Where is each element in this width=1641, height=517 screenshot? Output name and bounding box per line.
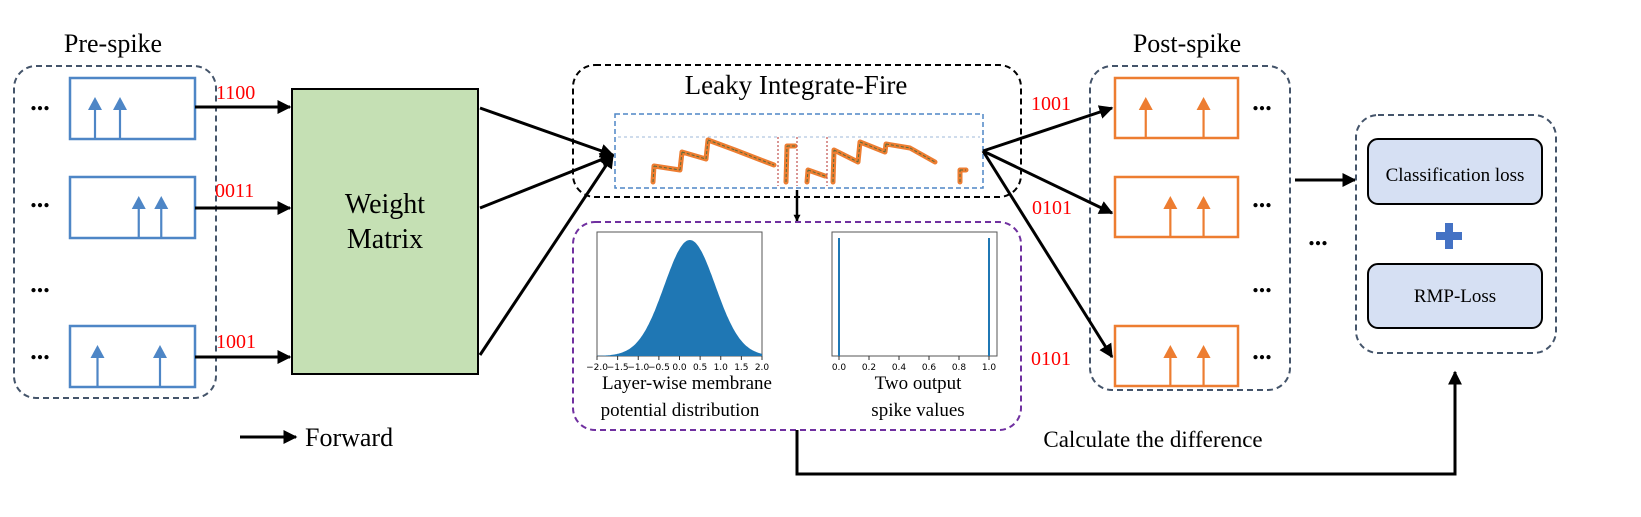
spike-values-plot: 0.0 0.2 0.4 0.6 0.8 1.0 — [831, 231, 998, 373]
pre-ellipsis-2: ... — [30, 184, 50, 213]
trace-dashes — [652, 139, 966, 183]
hist-tick-label: 0.5 — [693, 363, 707, 373]
lif-plot-frame — [614, 113, 984, 189]
hist-tick-label: 2.0 — [755, 363, 770, 373]
hist-tick-label: −1.0 — [627, 363, 649, 373]
post-spike-group — [1089, 65, 1291, 391]
post-spike-1 — [1163, 196, 1178, 237]
hist-tick-label: 0.0 — [672, 363, 687, 373]
post-ellipsis-3: ... — [1252, 269, 1272, 298]
spike-tick-label: 0.0 — [832, 363, 847, 373]
distribution-group — [572, 221, 1022, 431]
post-code-3: 0101 — [1031, 348, 1071, 370]
difference-label: Calculate the difference — [1043, 427, 1262, 452]
lif-title: Leaky Integrate-Fire — [685, 70, 908, 100]
weight-matrix-box — [291, 88, 479, 375]
difference-path — [795, 370, 1462, 476]
pre-spike-1 — [88, 97, 102, 139]
trace-line — [650, 137, 969, 185]
arrow-lif-post-2 — [982, 149, 1114, 215]
pre-ellipsis-4: ... — [30, 336, 50, 365]
histogram-area — [597, 240, 762, 356]
post-ellipsis-2: ... — [1252, 184, 1272, 213]
membrane-potential-trace — [618, 136, 980, 186]
post-spike-box-1 — [1113, 76, 1240, 140]
pre-code-2: 0011 — [215, 180, 254, 202]
hist-tick-label: −1.5 — [607, 363, 629, 373]
hist-tick-label: −2.0 — [586, 363, 608, 373]
hist-tick-label: 1.0 — [714, 363, 729, 373]
hist-tick-label: −0.5 — [648, 363, 670, 373]
pre-spike-box-1 — [68, 76, 197, 141]
pre-spike-group — [13, 65, 217, 399]
histogram-caption-1: Layer-wise membrane — [602, 373, 772, 394]
post-spike-2 — [1196, 345, 1211, 386]
post-spike-title: Post-spike — [1133, 29, 1241, 58]
post-spike-1 — [1138, 97, 1153, 138]
spike-tick-label: 1.0 — [982, 363, 997, 373]
arrow-lif-post-1 — [982, 105, 1114, 153]
spike-caption-1: Two output — [875, 373, 963, 394]
histogram-caption-2: potential distribution — [601, 400, 760, 421]
pre-spike-1 — [90, 345, 105, 387]
spike-tick-label: 0.8 — [952, 363, 967, 373]
rmp-loss-box — [1367, 263, 1543, 329]
pre-spike-1 — [131, 196, 146, 238]
pre-ellipsis-3: ... — [30, 269, 50, 298]
middle-ellipsis: ... — [1308, 222, 1328, 251]
post-spike-2 — [1196, 97, 1211, 138]
arrow-lif-post-3 — [981, 150, 1114, 359]
classification-loss-label: Classification loss — [1386, 165, 1525, 186]
post-spike-2 — [1196, 196, 1211, 237]
post-code-2: 0101 — [1032, 197, 1072, 219]
arrow-wm-lif-3 — [478, 153, 615, 356]
hist-tick-label: 1.5 — [734, 363, 748, 373]
arrow-wm-lif-1 — [479, 106, 615, 158]
weight-matrix-label-2: Matrix — [347, 224, 423, 255]
plus-icon — [1436, 223, 1462, 249]
classification-loss-box — [1367, 138, 1543, 205]
post-spike-box-2 — [1113, 175, 1240, 239]
post-code-1: 1001 — [1031, 93, 1071, 115]
legend-forward-label: Forward — [305, 423, 393, 452]
spike-tick-label: 0.6 — [922, 363, 937, 373]
pre-spike-title: Pre-spike — [64, 29, 162, 58]
post-ellipsis-4: ... — [1252, 336, 1272, 365]
pre-spike-2 — [113, 97, 127, 139]
pre-ellipsis-1: ... — [30, 87, 50, 116]
weight-matrix-label-1: Weight — [345, 189, 425, 220]
arrow-wm-lif-2 — [479, 153, 615, 210]
rmp-loss-label: RMP-Loss — [1414, 286, 1496, 307]
pre-spike-2 — [153, 345, 167, 387]
spike-tick-label: 0.2 — [862, 363, 876, 373]
post-spike-1 — [1163, 345, 1178, 386]
pre-code-3: 1001 — [216, 331, 256, 353]
pre-spike-box-3 — [68, 324, 197, 389]
pre-spike-box-2 — [68, 175, 197, 240]
pre-code-1: 1100 — [216, 82, 255, 104]
spike-tick-label: 0.4 — [892, 363, 907, 373]
post-spike-box-3 — [1113, 324, 1240, 388]
pre-spike-2 — [154, 196, 169, 238]
post-ellipsis-1: ... — [1252, 87, 1272, 116]
spike-caption-2: spike values — [871, 400, 964, 421]
